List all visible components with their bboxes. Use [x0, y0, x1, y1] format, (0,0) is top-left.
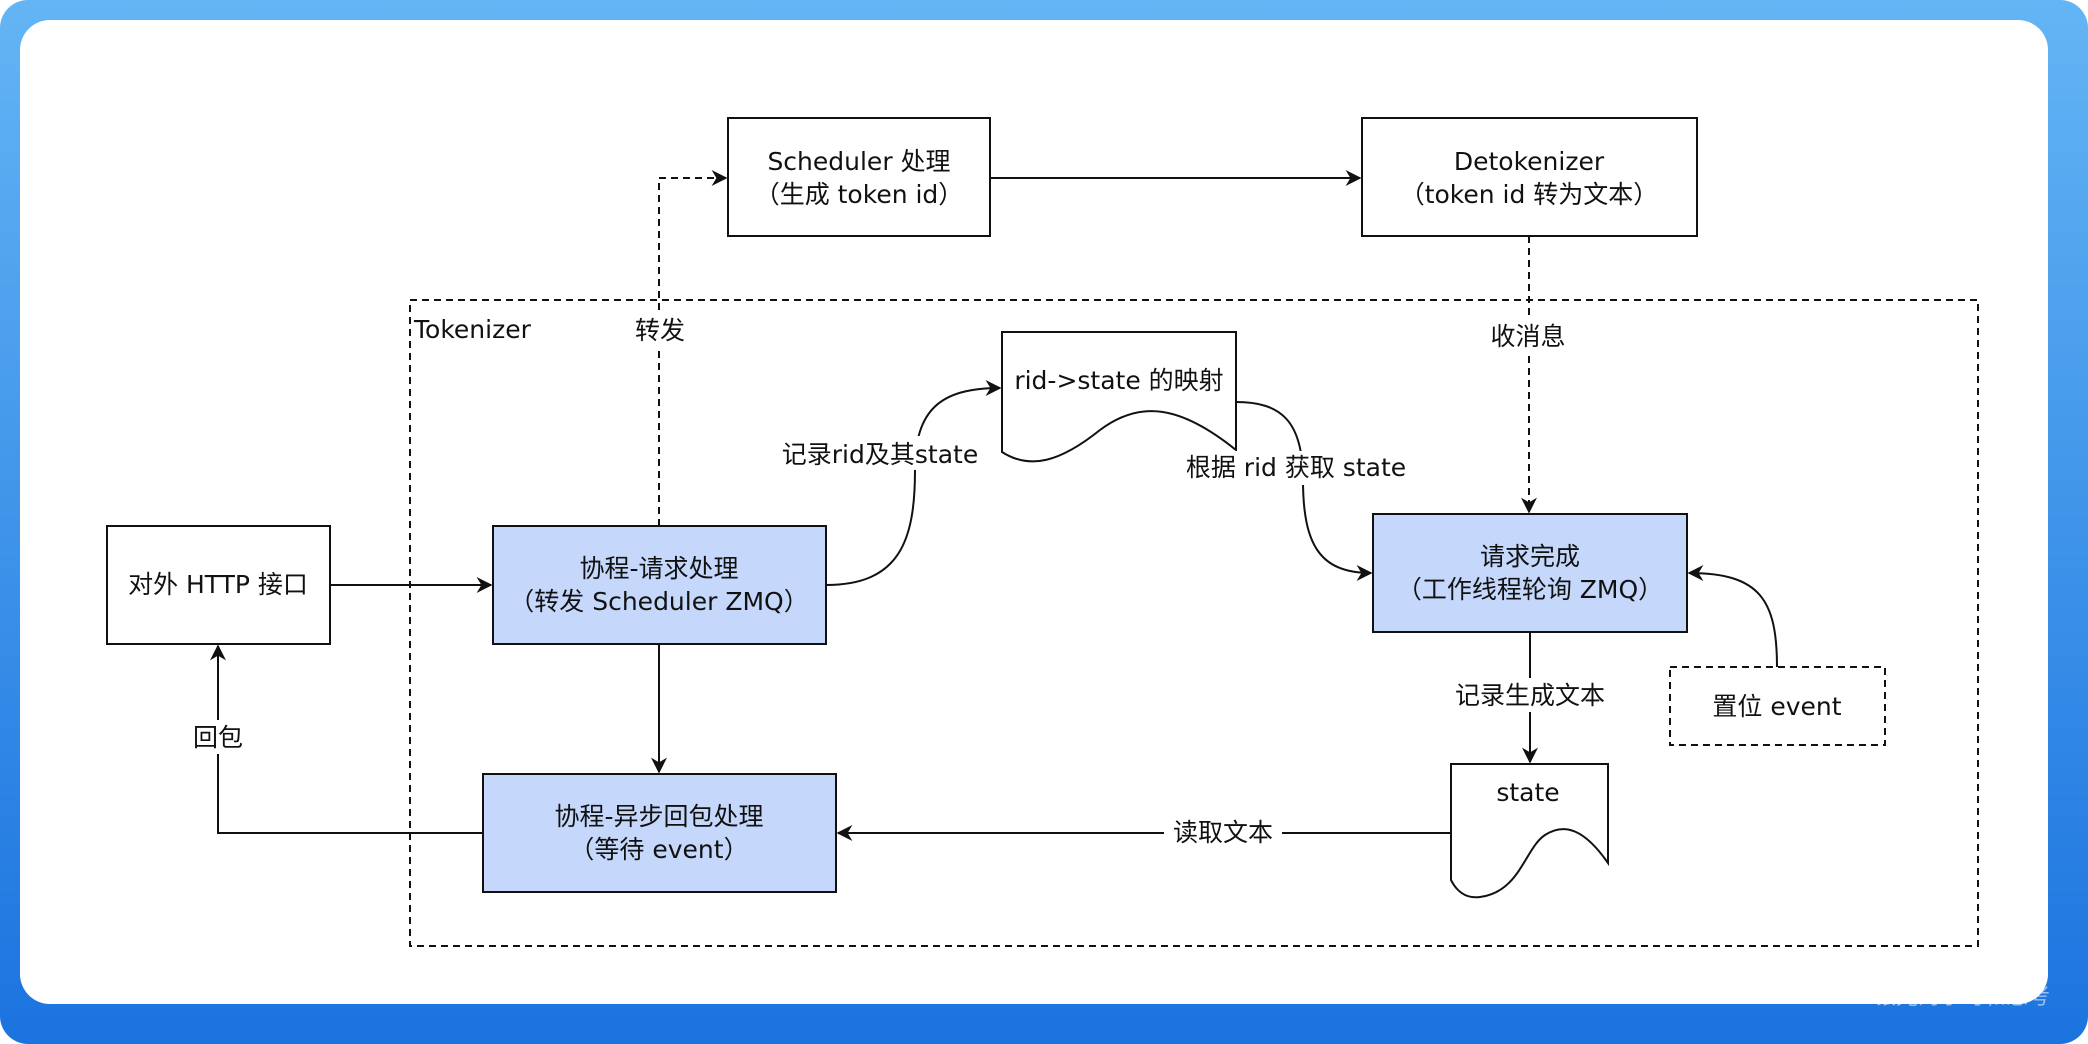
edge-set-event-to-complete — [1687, 565, 1778, 668]
request-coroutine-title: 协程-请求处理 — [579, 554, 738, 583]
scheduler-node-subtitle: （生成 token id） — [755, 180, 964, 209]
request-complete-title: 请求完成 — [1480, 542, 1580, 571]
http-interface-node — [106, 525, 331, 645]
async-reply-coroutine-title: 协程-异步回包处理 — [554, 802, 763, 831]
edge-record-text-label: 记录生成文本 — [1455, 681, 1605, 710]
request-coroutine-subtitle: （转发 Scheduler ZMQ） — [509, 587, 808, 616]
rid-state-map-label: rid->state 的映射 — [1014, 366, 1223, 395]
edge-record-rid-label: 记录rid及其state — [782, 440, 978, 469]
edge-forward-label-bg — [632, 312, 688, 346]
detokenizer-node-title: Detokenizer — [1454, 147, 1605, 176]
rid-state-map-document — [1001, 331, 1237, 463]
http-interface-label: 对外 HTTP 接口 — [128, 570, 308, 599]
inner-canvas — [20, 20, 2048, 1004]
edge-get-state-label-bg — [1178, 451, 1416, 485]
state-document — [1450, 763, 1609, 899]
edge-read-text-label: 读取文本 — [1173, 818, 1273, 847]
edge-reply-label-bg — [188, 720, 248, 754]
edge-record-rid-state — [825, 380, 1002, 586]
edge-record-text-label-bg — [1446, 678, 1614, 712]
edge-read-text-label-bg — [1164, 815, 1282, 849]
edge-get-state-label: 根据 rid 获取 state — [1186, 453, 1406, 482]
tokenizer-group-border — [409, 299, 1979, 947]
edge-reply-to-http — [210, 644, 483, 834]
watermark-text: 银光的学习和思考 — [1874, 985, 2050, 1010]
state-document-label: state — [1496, 778, 1559, 807]
tokenizer-group-label: Tokenizer — [413, 315, 532, 344]
detokenizer-node-subtitle: （token id 转为文本） — [1400, 180, 1659, 209]
set-event-label: 置位 event — [1712, 692, 1841, 721]
edge-forward-label: 转发 — [635, 316, 685, 345]
async-reply-coroutine-subtitle: （等待 event） — [569, 835, 748, 864]
request-coroutine-node — [492, 525, 827, 645]
set-event-node — [1669, 666, 1886, 746]
edge-recv-label: 收消息 — [1490, 322, 1565, 351]
request-complete-node — [1372, 513, 1688, 633]
async-reply-coroutine-node — [482, 773, 837, 893]
edge-record-rid-label-bg — [774, 436, 984, 470]
scheduler-node-title: Scheduler 处理 — [767, 147, 950, 176]
scheduler-node — [727, 117, 991, 237]
edge-reply-label: 回包 — [193, 723, 243, 752]
edge-forward-to-scheduler — [658, 170, 728, 526]
detokenizer-node — [1361, 117, 1698, 237]
request-complete-subtitle: （工作线程轮询 ZMQ） — [1397, 575, 1663, 604]
edge-recv-label-bg — [1484, 318, 1574, 352]
